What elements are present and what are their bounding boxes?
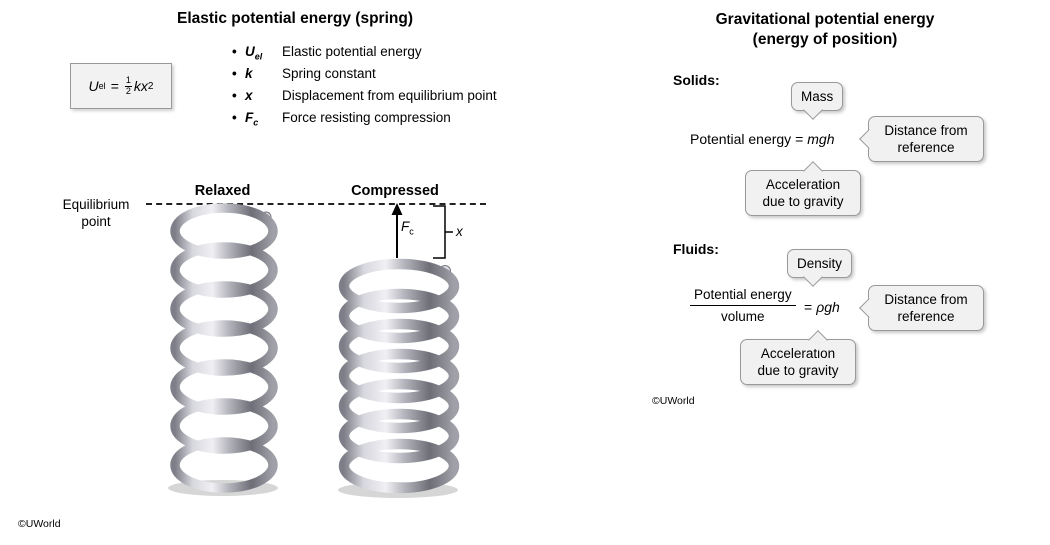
legend-item-k: • k Spring constant (232, 66, 376, 81)
formula-exponent: 2 (147, 80, 154, 92)
formula-sub-el: el (98, 81, 106, 91)
acceleration-gravity-callout-solids: Acceleration due to gravity (745, 161, 861, 216)
formula-kx: kx (133, 78, 148, 94)
copyright-left: ©UWorld (18, 518, 61, 530)
distance-reference-callout-solids: Distance from reference (859, 116, 984, 162)
compressed-spring-label: Compressed (351, 183, 439, 199)
fluids-fraction-numerator: Potential energy (690, 287, 796, 306)
density-callout: Density (787, 249, 853, 287)
elastic-pe-title: Elastic potential energy (spring) (177, 10, 413, 27)
legend-item-uel: • Uel Elastic potential energy (232, 44, 422, 62)
gravitational-pe-title: Gravitational potential energy (energy o… (715, 11, 935, 48)
equilibrium-point-label: Equilibrium point (62, 197, 130, 229)
solids-section-label: Solids: (673, 72, 720, 88)
fluids-fraction: Potential energy volume (690, 287, 796, 324)
distance-callout-pointer-solids (859, 129, 879, 149)
formula-var-U: U (88, 78, 99, 94)
compressed-spring-illustration (338, 258, 460, 498)
relaxed-spring-label: Relaxed (194, 183, 251, 199)
relaxed-spring-illustration (168, 203, 278, 496)
fluids-section-label: Fluids: (673, 241, 719, 257)
x-bracket (433, 205, 453, 259)
displacement-x-label: x (456, 224, 463, 239)
solids-formula: Potential energy =mgh (690, 131, 835, 147)
formula-equals: = (110, 78, 119, 94)
copyright-right: ©UWorld (652, 395, 695, 407)
legend-item-fc: • Fc Force resisting compression (232, 110, 451, 128)
fluids-formula: =ρgh (804, 299, 840, 315)
fluids-fraction-denominator: volume (721, 309, 765, 324)
distance-reference-callout-fluids: Distance from reference (859, 285, 984, 331)
acceleration-gravity-callout-fluids: Acceleration due to gravity (740, 330, 856, 385)
equilibrium-dashed-line (146, 203, 486, 205)
force-compression-label: Fc (401, 219, 414, 237)
mass-callout: Mass (791, 82, 844, 120)
legend-list: • Uel Elastic potential energy • k Sprin… (232, 44, 497, 132)
legend-item-x: • x Displacement from equilibrium point (232, 88, 497, 103)
distance-callout-pointer-fluids (859, 298, 879, 318)
